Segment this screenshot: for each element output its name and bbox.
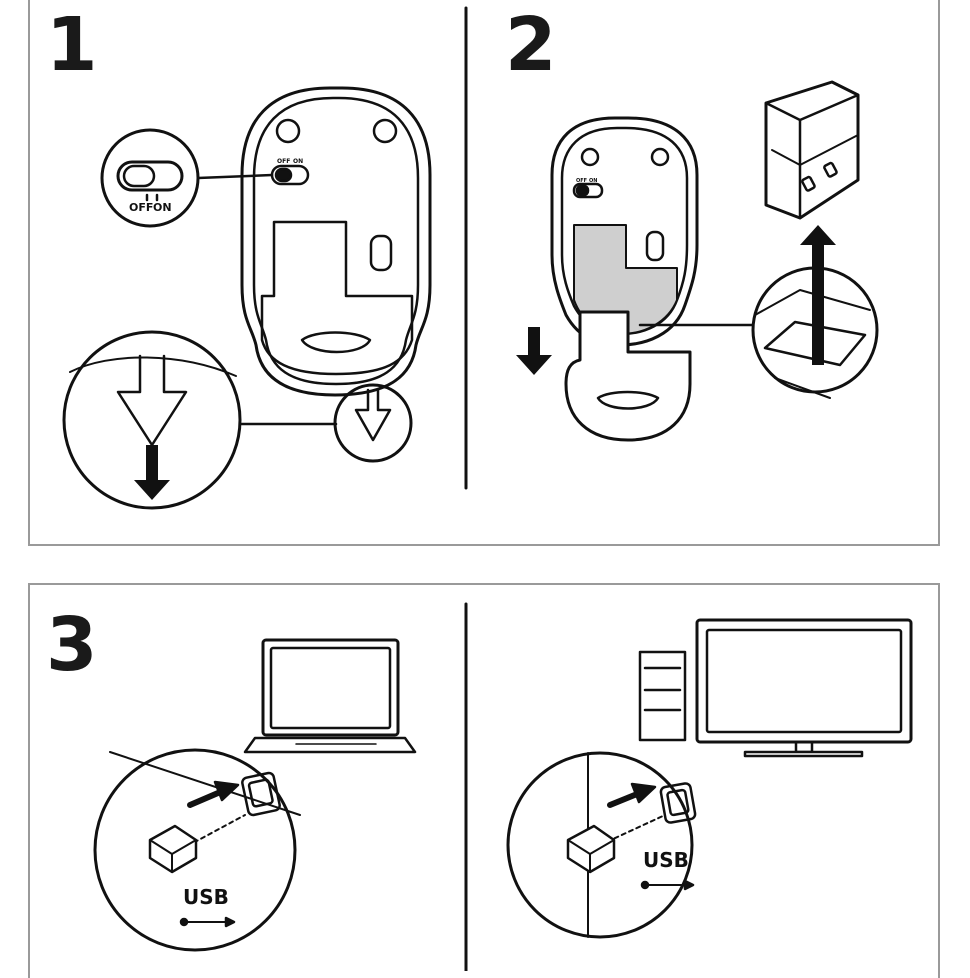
usb-label-desktop: USB [643,848,689,872]
usb-receiver-large [764,80,860,220]
mouse-switch-off-label: OFF [277,158,290,165]
callout-on-label: ON [153,201,172,214]
mouse-switch-on-label: ON [293,158,303,165]
step-2-number: 2 [505,2,557,88]
usb-label-laptop: USB [183,885,229,909]
receiver-slot-callout [638,266,879,399]
usb-port-desktop-callout: USB [506,751,697,939]
desktop-tower-illustration [638,650,687,742]
laptop-illustration [243,638,417,754]
usb-port-laptop-callout: USB [93,748,301,952]
step-1-number: 1 [46,2,98,88]
down-arrow-icon [516,327,552,375]
small-pull-callout [333,383,413,463]
monitor-illustration [695,618,913,758]
battery-door-removed [564,310,692,442]
power-switch-callout: OFF ON [100,128,274,228]
mouse2-switch-on-label: ON [589,178,597,184]
battery-door-pull-callout [62,330,338,510]
step-3-number: 3 [46,602,98,688]
up-arrow-icon [800,225,836,365]
mouse2-switch-off-label: OFF [576,178,587,184]
callout-off-label: OFF [129,201,153,214]
mouse-bottom-step1: OFF ON [240,86,432,397]
